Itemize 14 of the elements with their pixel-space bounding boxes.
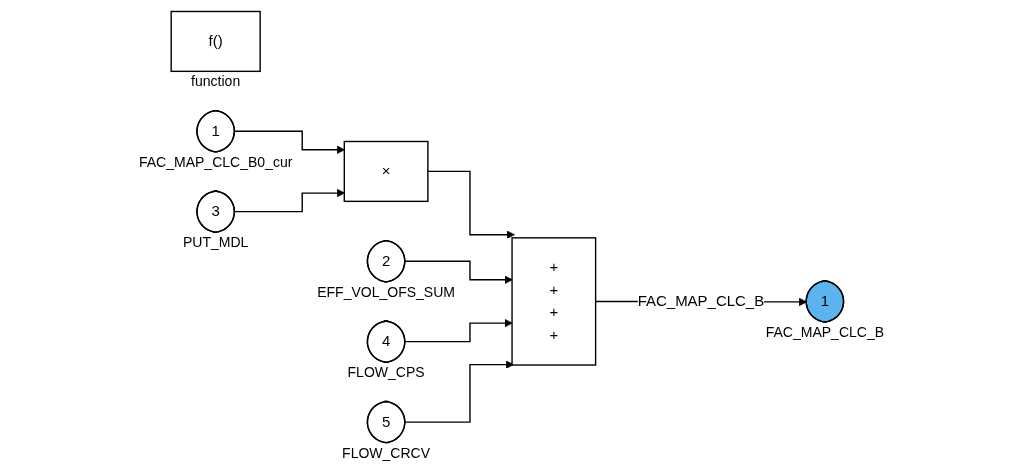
port-name: FAC_MAP_CLC_B <box>765 324 885 340</box>
port-name: function <box>191 73 241 90</box>
port-name: FLOW_CRCV <box>342 444 431 461</box>
node-box: × <box>343 140 429 203</box>
arrow <box>427 170 515 239</box>
arrow <box>404 260 513 284</box>
port-name: FAC_MAP_CLC_B0_cur <box>138 153 293 170</box>
port-name: FLOW_CPS <box>347 364 425 381</box>
node-box: + + + + <box>511 237 597 366</box>
arrow <box>404 318 513 343</box>
edge-label: FAC_MAP_CLC_B <box>637 293 765 309</box>
node-box: f() <box>170 10 261 73</box>
port-name: PUT_MDL <box>182 234 249 251</box>
port-name: EFF_VOL_OFS_SUM <box>317 283 455 300</box>
